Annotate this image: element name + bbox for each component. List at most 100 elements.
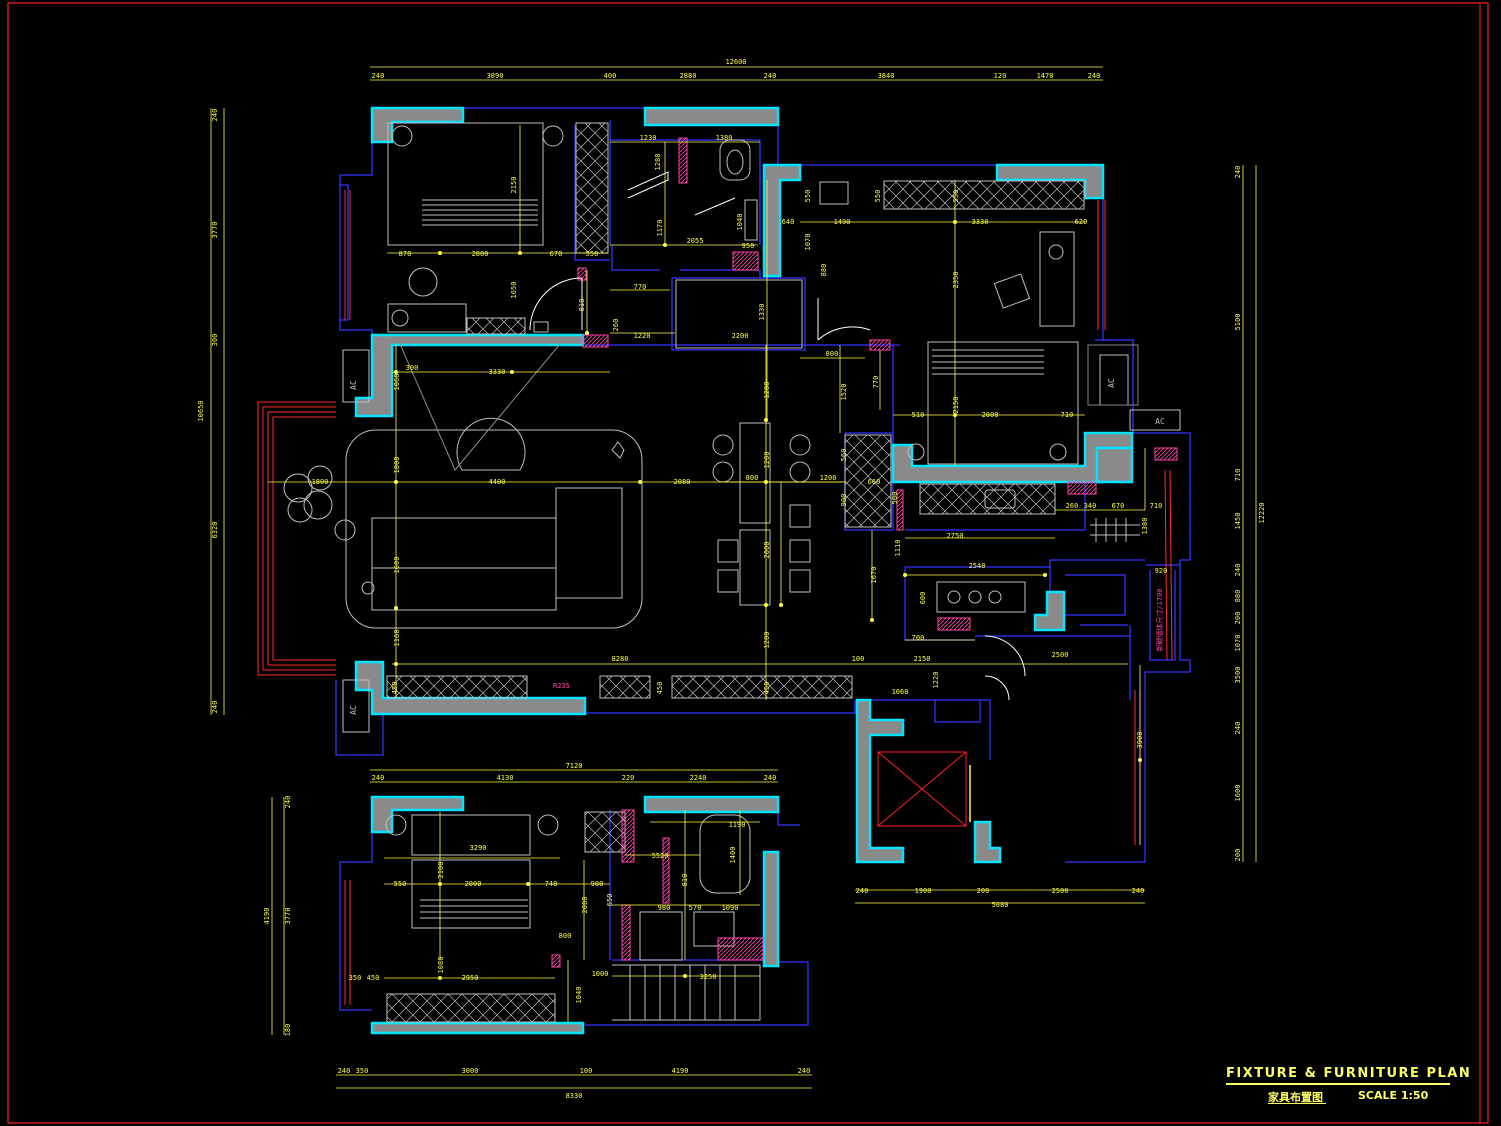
wall-study-top xyxy=(995,163,1105,200)
dim-inner: 550 xyxy=(952,190,960,203)
dim-inner: 770 xyxy=(634,283,647,291)
stove xyxy=(936,581,1026,613)
doors xyxy=(529,171,1026,701)
dim-right-2: 710 xyxy=(1234,469,1242,482)
chair-icon xyxy=(993,273,1031,309)
dim-lower-top-3: 2240 xyxy=(690,774,707,782)
dim-inner: 550 xyxy=(804,190,812,203)
dim-right-6: 200 xyxy=(1234,612,1242,625)
dim-top-2: 400 xyxy=(604,72,617,80)
dim-inner: 2800 xyxy=(472,250,489,258)
dim-right-4: 240 xyxy=(1234,564,1242,577)
radius-label: R235 xyxy=(553,682,570,690)
dim-inner: 3250 xyxy=(700,973,717,981)
dim-inner: 810 xyxy=(681,874,689,887)
dim-inner: 2150 xyxy=(914,655,931,663)
wardrobe-study xyxy=(883,180,1085,210)
dim-right-3: 1450 xyxy=(1234,513,1242,530)
dim-inner: 8280 xyxy=(612,655,629,663)
dim-inner: 2750 xyxy=(947,532,964,540)
dim-inner: 660 xyxy=(868,478,881,486)
dim-inner: 650 xyxy=(606,894,614,907)
dim-inner: 1800 xyxy=(312,478,329,486)
dim-inner: 1070 xyxy=(804,234,812,251)
dim-inner: 980 xyxy=(658,904,671,912)
dim-inner: 3330 xyxy=(972,218,989,226)
dim-inner: 1280 xyxy=(763,382,771,399)
dim-inner: 1060 xyxy=(892,688,909,696)
dim-inner: 640 xyxy=(782,218,795,226)
dim-lower-left-total: 4190 xyxy=(263,908,271,925)
dim-elev-3: 2500 xyxy=(1052,887,1069,895)
dim-inner: 2055 xyxy=(687,237,704,245)
lower-wall-right xyxy=(762,850,780,968)
dim-left-1: 3770 xyxy=(211,222,219,239)
dim-lower-bottom-1: 350 xyxy=(356,1067,369,1075)
dim-total: 12600 xyxy=(725,58,746,66)
dim-right-8: 3500 xyxy=(1234,667,1242,684)
dim-top-5: 3840 xyxy=(878,72,895,80)
dim-inner: 570 xyxy=(689,904,702,912)
dim-right-1: 5100 xyxy=(1234,314,1242,331)
ac-label-4: AC xyxy=(1155,417,1165,426)
dim-inner: 2000 xyxy=(982,411,999,419)
wall-kitchen-right xyxy=(1095,446,1134,484)
dim-top-8: 240 xyxy=(1088,72,1101,80)
chair-icon xyxy=(408,267,438,297)
bed-1-blanket xyxy=(422,199,538,226)
dimension-ticks xyxy=(394,220,1142,980)
laundry-rack xyxy=(1090,518,1140,542)
lower-wall-topleft xyxy=(370,795,465,834)
dining-table xyxy=(739,422,771,524)
dim-top-0: 240 xyxy=(372,72,385,80)
dim-top-6: 120 xyxy=(994,72,1007,80)
dim-inner: 1200 xyxy=(763,452,771,469)
dim-inner: 260 xyxy=(612,319,620,332)
wall-bed1-topleft xyxy=(370,106,465,144)
dim-inner: 800 xyxy=(559,932,572,940)
dim-inner: 100 xyxy=(852,655,865,663)
balcony-chairs xyxy=(283,465,356,541)
dim-lower-left-0: 240 xyxy=(284,796,292,809)
dim-right-5: 880 xyxy=(1234,590,1242,603)
dim-left-3: 6320 xyxy=(211,522,219,539)
dim-inner: 260 xyxy=(1066,502,1079,510)
dim-inner: 3290 xyxy=(470,844,487,852)
lamp-icon xyxy=(542,125,564,147)
dim-lower-top-0: 240 xyxy=(372,774,385,782)
dim-inner: 2150 xyxy=(952,397,960,414)
sheet-frame xyxy=(7,2,1489,1124)
dim-right-0: 240 xyxy=(1234,166,1242,179)
dim-inner: 1090 xyxy=(722,904,739,912)
dim-inner: 1230 xyxy=(640,134,657,142)
dim-elev-0: 240 xyxy=(856,887,869,895)
dim-inner: 1400 xyxy=(729,847,737,864)
desk xyxy=(1039,231,1075,327)
dim-inner: 1110 xyxy=(894,540,902,557)
ac-unit-1 xyxy=(342,349,370,403)
dim-right-total: 12220 xyxy=(1258,502,1266,523)
dim-inner: 550 xyxy=(874,190,882,203)
dim-inner: 2100 xyxy=(437,862,445,879)
wall-bath-top xyxy=(643,106,780,127)
dim-inner: 350 xyxy=(349,974,362,982)
dim-inner: 710 xyxy=(1150,502,1163,510)
dim-top-3: 2880 xyxy=(680,72,697,80)
ac-label-2: AC xyxy=(349,705,358,715)
dim-inner: 1380 xyxy=(716,134,733,142)
tv-cabinet-bed1 xyxy=(466,317,526,335)
dim-inner: 2350 xyxy=(952,272,960,289)
dim-lower-bottom-2: 3000 xyxy=(462,1067,479,1075)
dim-inner: 550 xyxy=(586,250,599,258)
lamp-icon xyxy=(391,125,413,147)
wall-living-bottom xyxy=(354,660,587,716)
sofa-lower xyxy=(411,814,531,856)
dim-inner: 1280 xyxy=(654,154,662,171)
dim-inner: 3900 xyxy=(1136,732,1144,749)
dim-left-0: 240 xyxy=(211,109,219,122)
dim-inner: 510 xyxy=(912,411,925,419)
subtitle-underline xyxy=(1268,1103,1326,1104)
dim-left-2: 300 xyxy=(211,334,219,347)
bed-1 xyxy=(387,122,544,246)
